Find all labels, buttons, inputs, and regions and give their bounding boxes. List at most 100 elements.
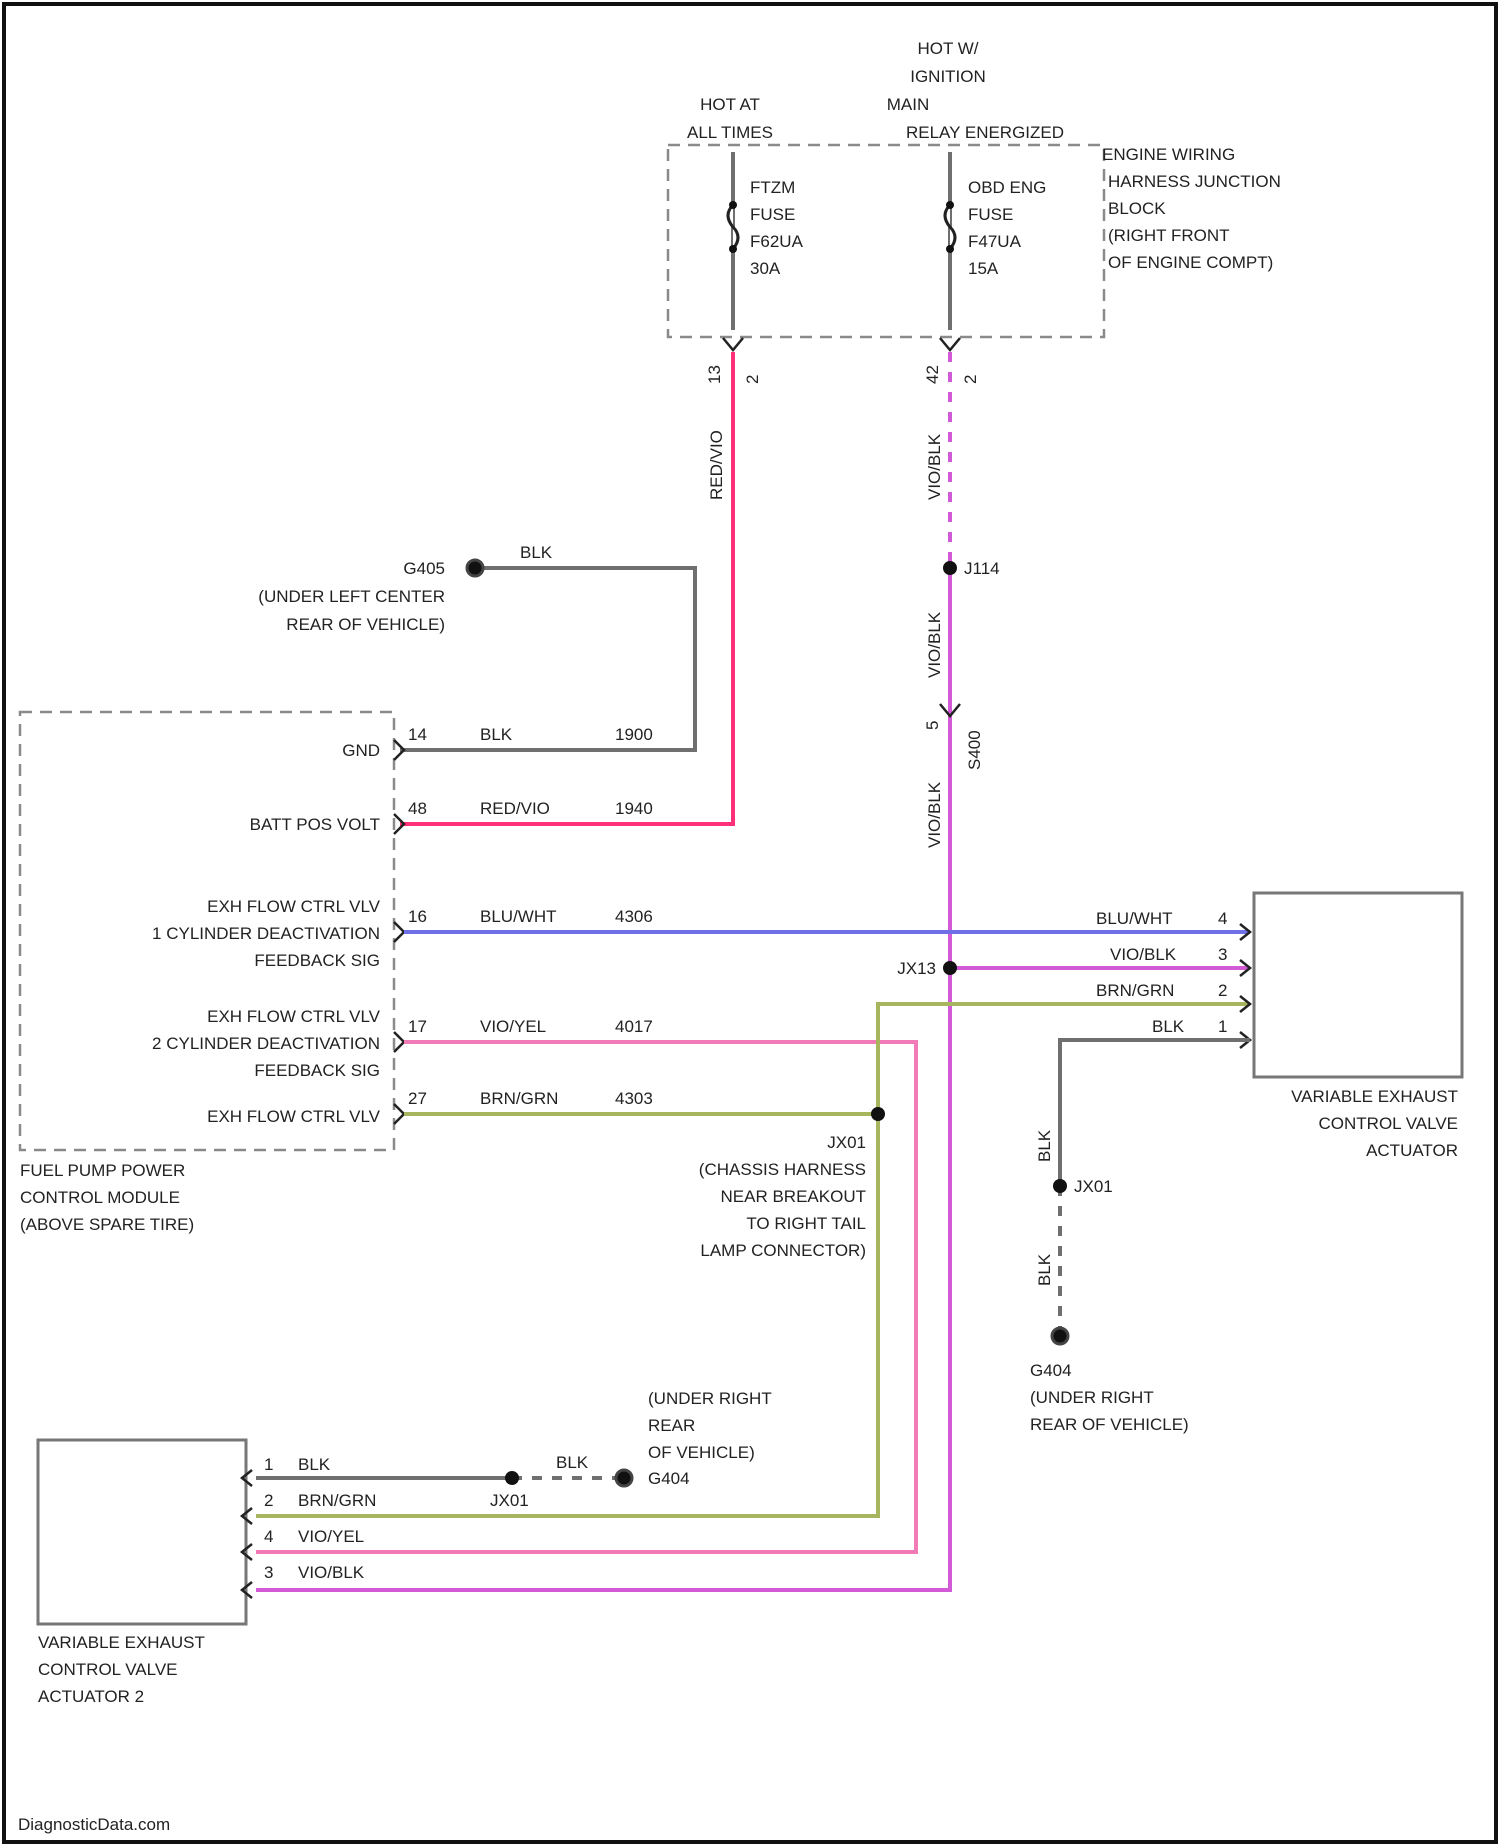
junction-label-line: HARNESS JUNCTION (1108, 172, 1281, 191)
junction-block-label: ENGINE WIRING HARNESS JUNCTION BLOCK (RI… (1102, 145, 1281, 272)
pin-number: 1 (264, 1455, 273, 1474)
fuse-left-terminal (729, 201, 737, 209)
actuator-name-line: ACTUATOR (1366, 1141, 1458, 1160)
fuse-f47ua: OBD ENG FUSE F47UA 15A (945, 152, 1046, 330)
pin-number: 27 (408, 1089, 427, 1108)
splice-jx01-left (505, 1471, 519, 1485)
fuse-left-label: FUSE (750, 205, 795, 224)
module-name-line: CONTROL MODULE (20, 1188, 180, 1207)
connector-chevron-left (723, 338, 743, 350)
junction-label-line: (RIGHT FRONT (1108, 226, 1230, 245)
pin-number: 14 (408, 725, 427, 744)
hot-at-all-times-label: HOT AT ALL TIMES (687, 95, 773, 142)
wire-label-vio-blk: VIO/BLK (925, 611, 944, 678)
module-name-line: FUEL PUMP POWER (20, 1161, 185, 1180)
splice-label: JX01 (1074, 1177, 1113, 1196)
pin-function-label: 1 CYLINDER DEACTIVATION (152, 924, 380, 943)
ign-label-line: HOT W/ (917, 39, 978, 58)
pin-number: 48 (408, 799, 427, 818)
hot-ignition-label: HOT W/ IGNITION MAIN RELAY ENERGIZED (887, 39, 1064, 142)
ground-label: G404 (648, 1469, 690, 1488)
pin-number: 1 (1218, 1017, 1227, 1036)
wire-color: BLK (298, 1455, 331, 1474)
hot-label-line: ALL TIMES (687, 123, 773, 142)
pin-number: 2 (1218, 981, 1227, 1000)
connector-label: S400 (965, 730, 984, 770)
wire-red-vio-batt (400, 352, 733, 824)
ign-label-line: MAIN (887, 95, 930, 114)
module-pin-gnd: GND 14 BLK 1900 (342, 725, 653, 760)
splice-jx13 (943, 961, 957, 975)
pin-number: 2 (961, 375, 980, 384)
module-pin-batt: BATT POS VOLT 48 RED/VIO 1940 (250, 799, 653, 834)
wire-label-red-vio: RED/VIO (707, 430, 726, 500)
module-name-line: (ABOVE SPARE TIRE) (20, 1215, 194, 1234)
actuator-name-line: ACTUATOR 2 (38, 1687, 144, 1706)
wire-color: BLU/WHT (1096, 909, 1173, 928)
splice-label: JX01 (490, 1491, 529, 1510)
pin-function-label: 2 CYLINDER DEACTIVATION (152, 1034, 380, 1053)
circuit-number: 1940 (615, 799, 653, 818)
pin-chevron (394, 814, 404, 834)
ground-location: REAR OF VEHICLE) (1030, 1415, 1189, 1434)
pin-number: 5 (923, 721, 942, 730)
splice-location-line: (CHASSIS HARNESS (699, 1160, 866, 1179)
wire-color: VIO/BLK (1110, 945, 1177, 964)
splice-label: JX13 (897, 959, 936, 978)
ground-location: (UNDER LEFT CENTER (258, 587, 445, 606)
pin-number: 3 (264, 1563, 273, 1582)
wire-brn-grn-right (878, 1004, 1250, 1114)
fuse-right-label: 15A (968, 259, 999, 278)
junction-label-line: BLOCK (1108, 199, 1166, 218)
wire-color: BRN/GRN (1096, 981, 1174, 1000)
hot-label-line: HOT AT (700, 95, 760, 114)
variable-exhaust-control-valve-actuator (1254, 893, 1462, 1077)
pin-number: 17 (408, 1017, 427, 1036)
ground-label: G405 (403, 559, 445, 578)
pin-number: 16 (408, 907, 427, 926)
splice-jx01-right (1053, 1179, 1067, 1193)
ground-location: REAR OF VEHICLE) (286, 615, 445, 634)
fuse-f62ua: FTZM FUSE F62UA 30A (728, 152, 804, 330)
fuse-right-label: FUSE (968, 205, 1013, 224)
ground-g404-lower-icon (616, 1470, 632, 1486)
module-name: FUEL PUMP POWER CONTROL MODULE (ABOVE SP… (20, 1161, 194, 1234)
wire-label-vio-blk: VIO/BLK (925, 433, 944, 500)
wire-color: BLK (1152, 1017, 1185, 1036)
pin-number: 2 (264, 1491, 273, 1510)
pin-number: 2 (743, 375, 762, 384)
pin-number: 4 (1218, 909, 1227, 928)
junction-label-line: ENGINE WIRING (1102, 145, 1235, 164)
actuator-name-line: VARIABLE EXHAUST (1291, 1087, 1458, 1106)
variable-exhaust-control-valve-actuator-2 (38, 1440, 246, 1624)
ground-location: (UNDER RIGHT (1030, 1388, 1154, 1407)
footer-watermark: DiagnosticData.com (18, 1815, 170, 1834)
module-pin-exh-ctrl: EXH FLOW CTRL VLV 27 BRN/GRN 4303 (207, 1089, 653, 1126)
wire-label-blk: BLK (1035, 1253, 1054, 1286)
splice-jx01 (871, 1107, 885, 1121)
pin-function-label: FEEDBACK SIG (254, 1061, 380, 1080)
wire-color: BRN/GRN (480, 1089, 558, 1108)
pin-function-label: FEEDBACK SIG (254, 951, 380, 970)
wire-color: VIO/YEL (480, 1017, 546, 1036)
fuse-right-symbol (945, 205, 955, 249)
wire-color: BLK (480, 725, 513, 744)
splice-label: J114 (964, 559, 1000, 578)
fuse-right-terminal (946, 245, 954, 253)
junction-label-line: OF ENGINE COMPT) (1108, 253, 1273, 272)
pin-chevron (394, 1032, 404, 1052)
wire-label-blk: BLK (520, 543, 553, 562)
pin-function-label: EXH FLOW CTRL VLV (207, 1007, 381, 1026)
pin-function-label: GND (342, 741, 380, 760)
ground-g405-icon (467, 560, 483, 576)
actuator-name-line: CONTROL VALVE (1319, 1114, 1459, 1133)
actuator-right-name: VARIABLE EXHAUST CONTROL VALVE ACTUATOR (1291, 1087, 1458, 1160)
pin-chevron (394, 1104, 404, 1124)
actuator-name-line: VARIABLE EXHAUST (38, 1633, 205, 1652)
wire-label-blk: BLK (556, 1453, 589, 1472)
fuse-left-label: FTZM (750, 178, 795, 197)
wire-label-vio-blk: VIO/BLK (925, 781, 944, 848)
pin-chevron (394, 922, 404, 942)
pin-number: 13 (705, 365, 724, 384)
ign-label-line: RELAY ENERGIZED (906, 123, 1064, 142)
